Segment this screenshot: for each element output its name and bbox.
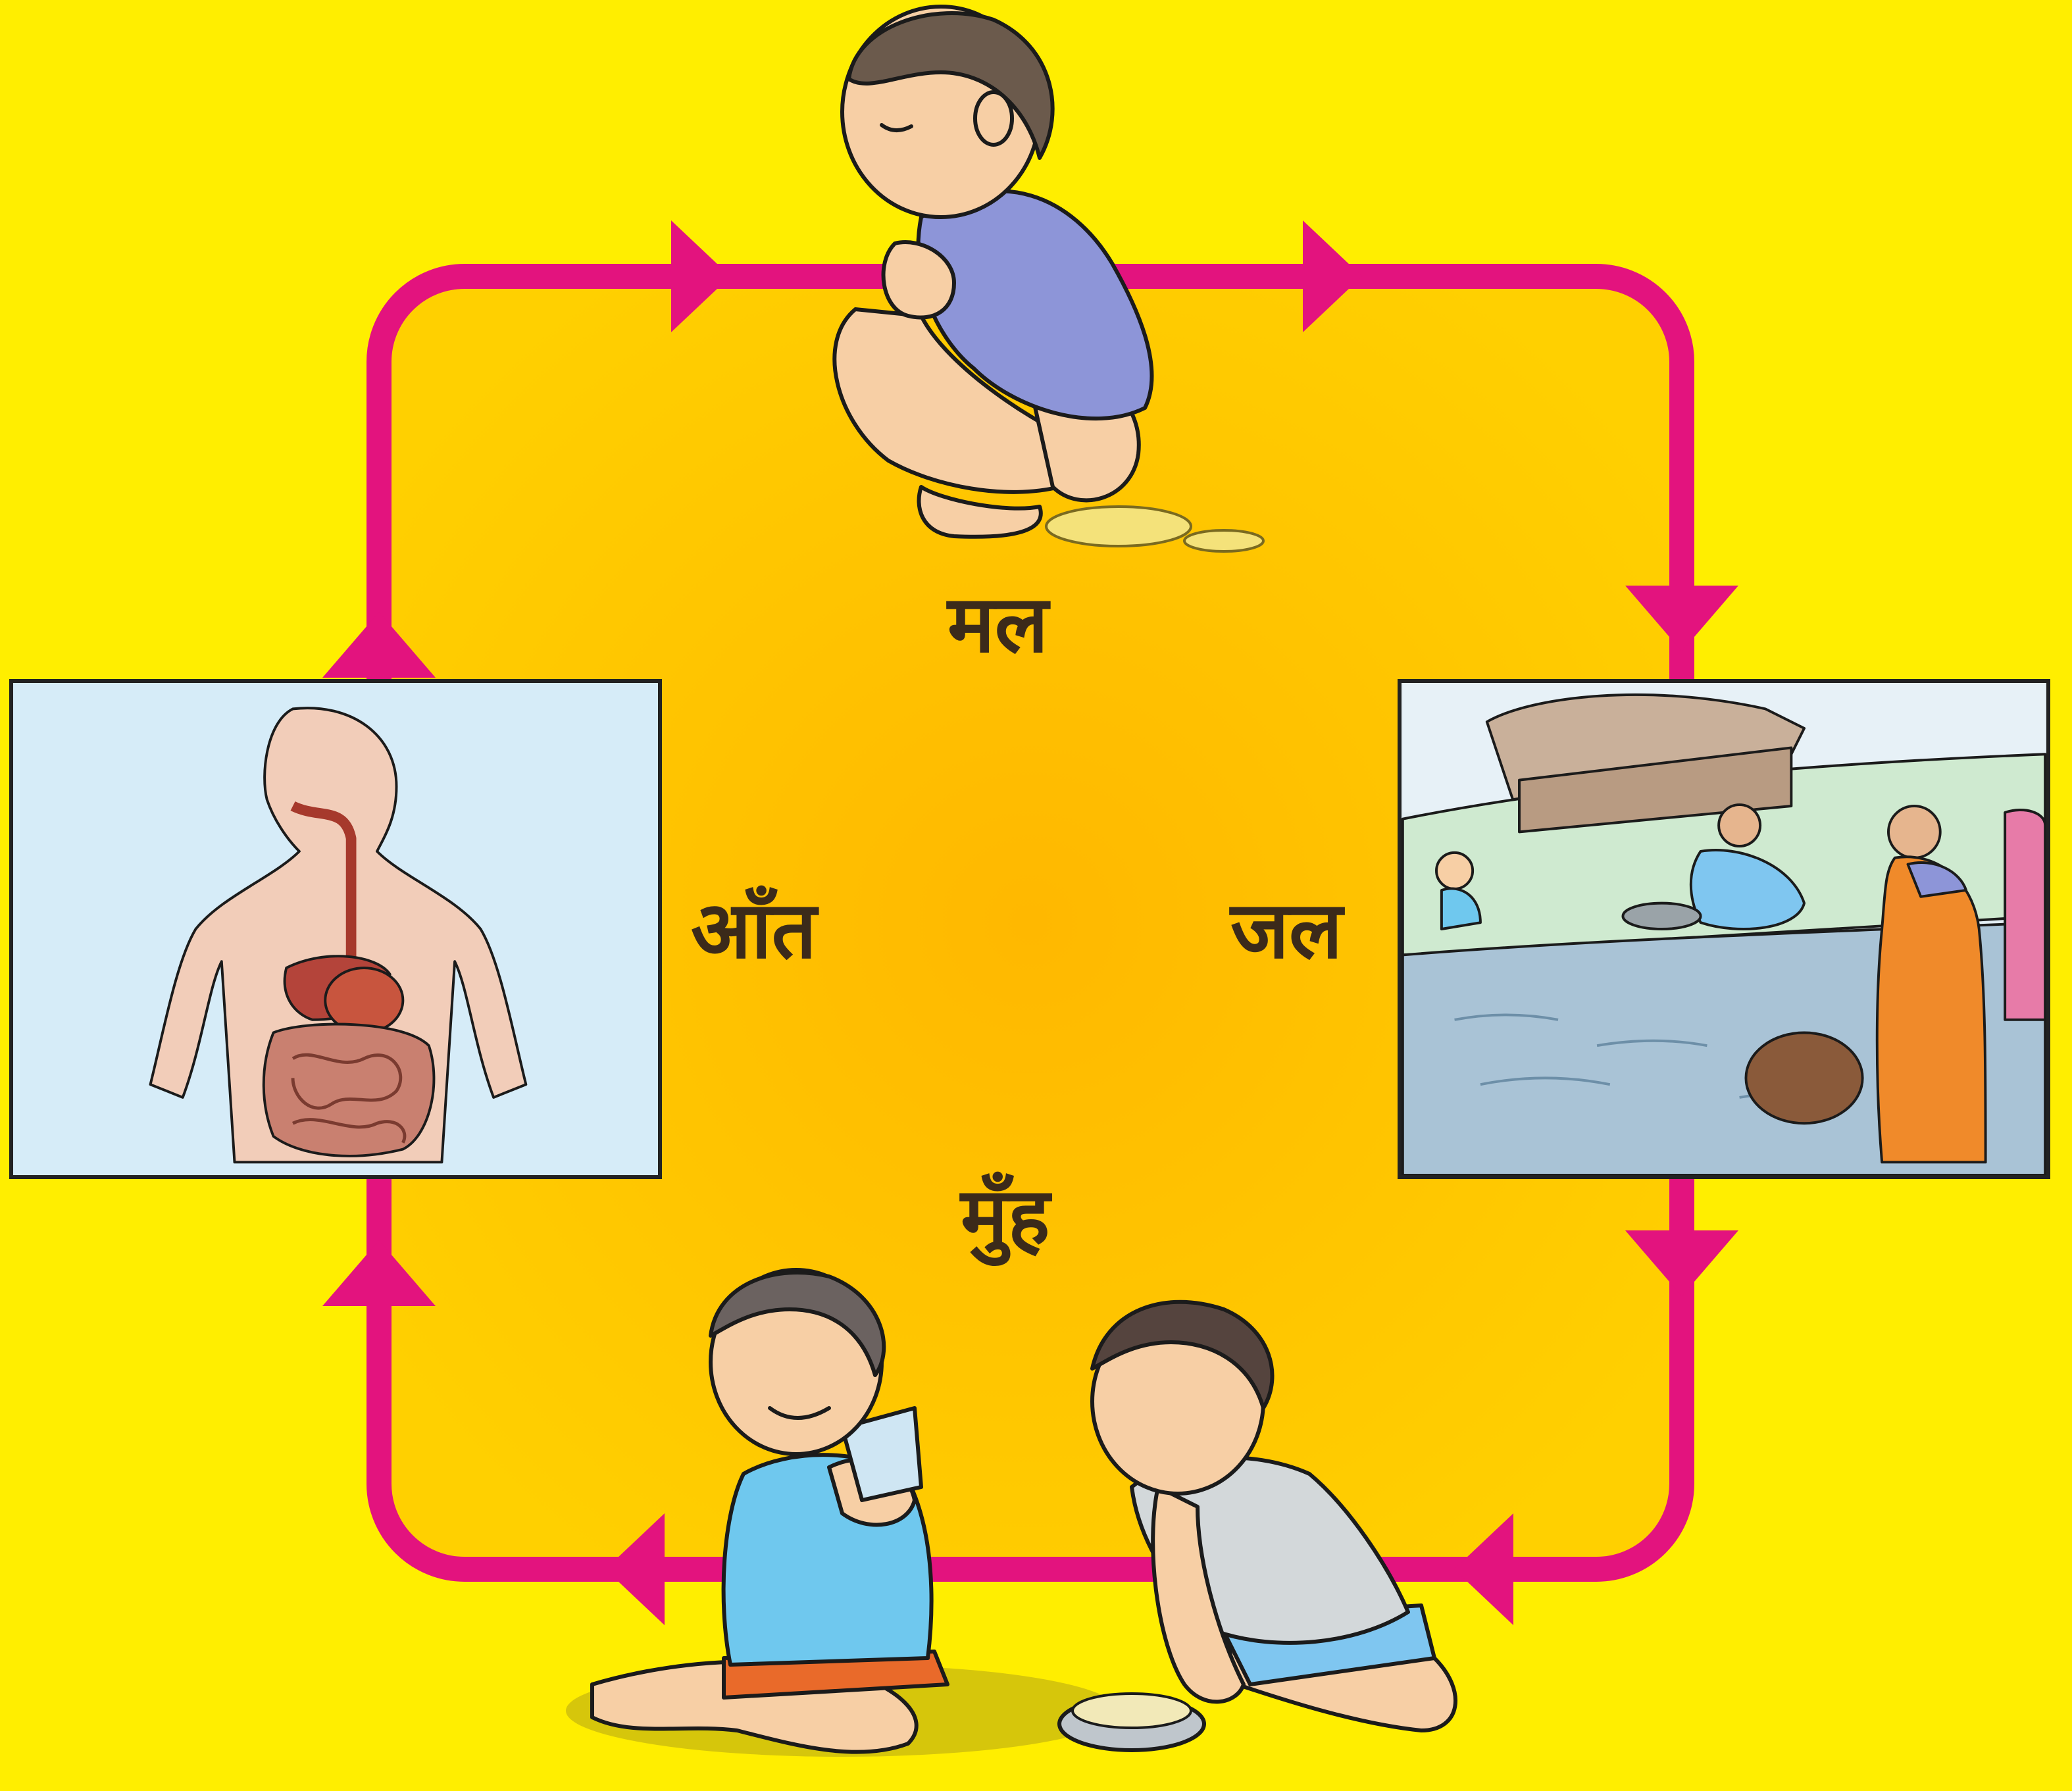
label-intestine: आँत xyxy=(691,892,817,971)
orange-sari xyxy=(1877,857,1986,1162)
label-water: जल xyxy=(1230,892,1342,971)
digestive-system-illustration xyxy=(13,683,658,1175)
village-water-illustration xyxy=(1402,683,2046,1175)
intestines xyxy=(264,1024,434,1156)
label-mouth: मुँह xyxy=(961,1178,1049,1257)
clay-pot xyxy=(1746,1032,1862,1123)
label-feces: मल xyxy=(948,586,1048,665)
digestive-system-panel xyxy=(9,679,662,1179)
village-water-panel xyxy=(1398,679,2050,1179)
